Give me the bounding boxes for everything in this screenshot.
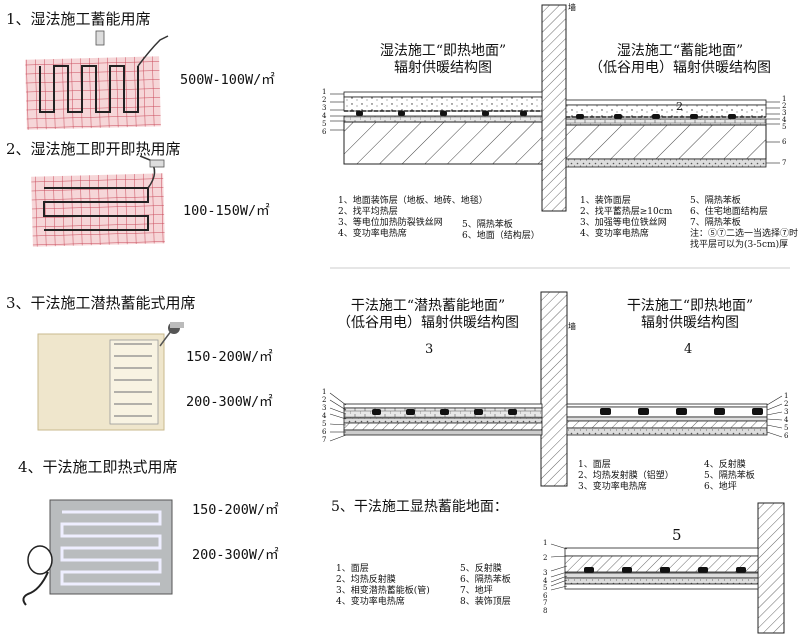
product-heading-2: 2、湿法施工即开即热用席 [6, 140, 181, 158]
heating-mat-image-1 [25, 30, 169, 130]
product-heading-4: 4、干法施工即热式用席 [18, 458, 178, 476]
wall-label-upper: 墙 [568, 3, 576, 12]
diagram-4-title: 干法施工“即热地面”辐射供暖结构图 [626, 298, 754, 331]
power-rating-3b: 200-300W/㎡ [186, 394, 273, 410]
heating-panel-image-4 [22, 499, 173, 606]
heating-mat-image-2 [31, 155, 165, 247]
diagram-4-layers [566, 403, 768, 436]
diagram-3-number: 3 [425, 342, 434, 357]
wall-lower [540, 291, 568, 487]
diagram-2-layer-number-7: 7 [782, 159, 787, 167]
diagram-2-layer-number-6: 6 [782, 138, 787, 146]
diagram-2-layers [565, 99, 767, 168]
diagram-3-leaders [329, 392, 347, 442]
diagram-2-number: 2 [676, 100, 683, 113]
diagram-4-number: 4 [684, 342, 693, 357]
wall-upper [541, 4, 567, 212]
heating-panel-image-3 [37, 322, 184, 431]
diagram-4-leaders [766, 395, 783, 438]
diagram-2-title: 湿法施工“蓄能地面”（低谷用电）辐射供暖结构图 [589, 43, 771, 76]
product-heading-3: 3、干法施工潜热蓄能式用席 [6, 294, 196, 312]
diagram-3-layers [343, 403, 543, 436]
power-rating-3a: 150-200W/㎡ [186, 349, 273, 365]
power-rating-4a: 150-200W/㎡ [192, 502, 279, 518]
power-rating-2: 100-150W/㎡ [183, 203, 270, 219]
product-heading-1: 1、湿法施工蓄能用席 [6, 10, 151, 28]
diagram-1-title: 湿法施工“即热地面”辐射供暖结构图 [379, 43, 507, 76]
power-rating-1: 500W-100W/㎡ [180, 72, 275, 88]
power-rating-4b: 200-300W/㎡ [192, 547, 279, 563]
wall-label-lower: 墙 [568, 322, 576, 331]
diagram-5-layers [564, 502, 785, 634]
diagram-5-heading: 5、干法施工显热蓄能地面： [331, 499, 508, 515]
diagram-5-number: 5 [672, 526, 682, 544]
diagram-2-leaders [766, 101, 780, 164]
diagram-1-leaders [330, 93, 344, 131]
diagram-3-title: 干法施工“潜热蓄能地面”（低谷用电）辐射供暖结构图 [337, 298, 519, 331]
diagram-5-leaders [550, 543, 568, 591]
diagram-1-layers [343, 91, 543, 165]
